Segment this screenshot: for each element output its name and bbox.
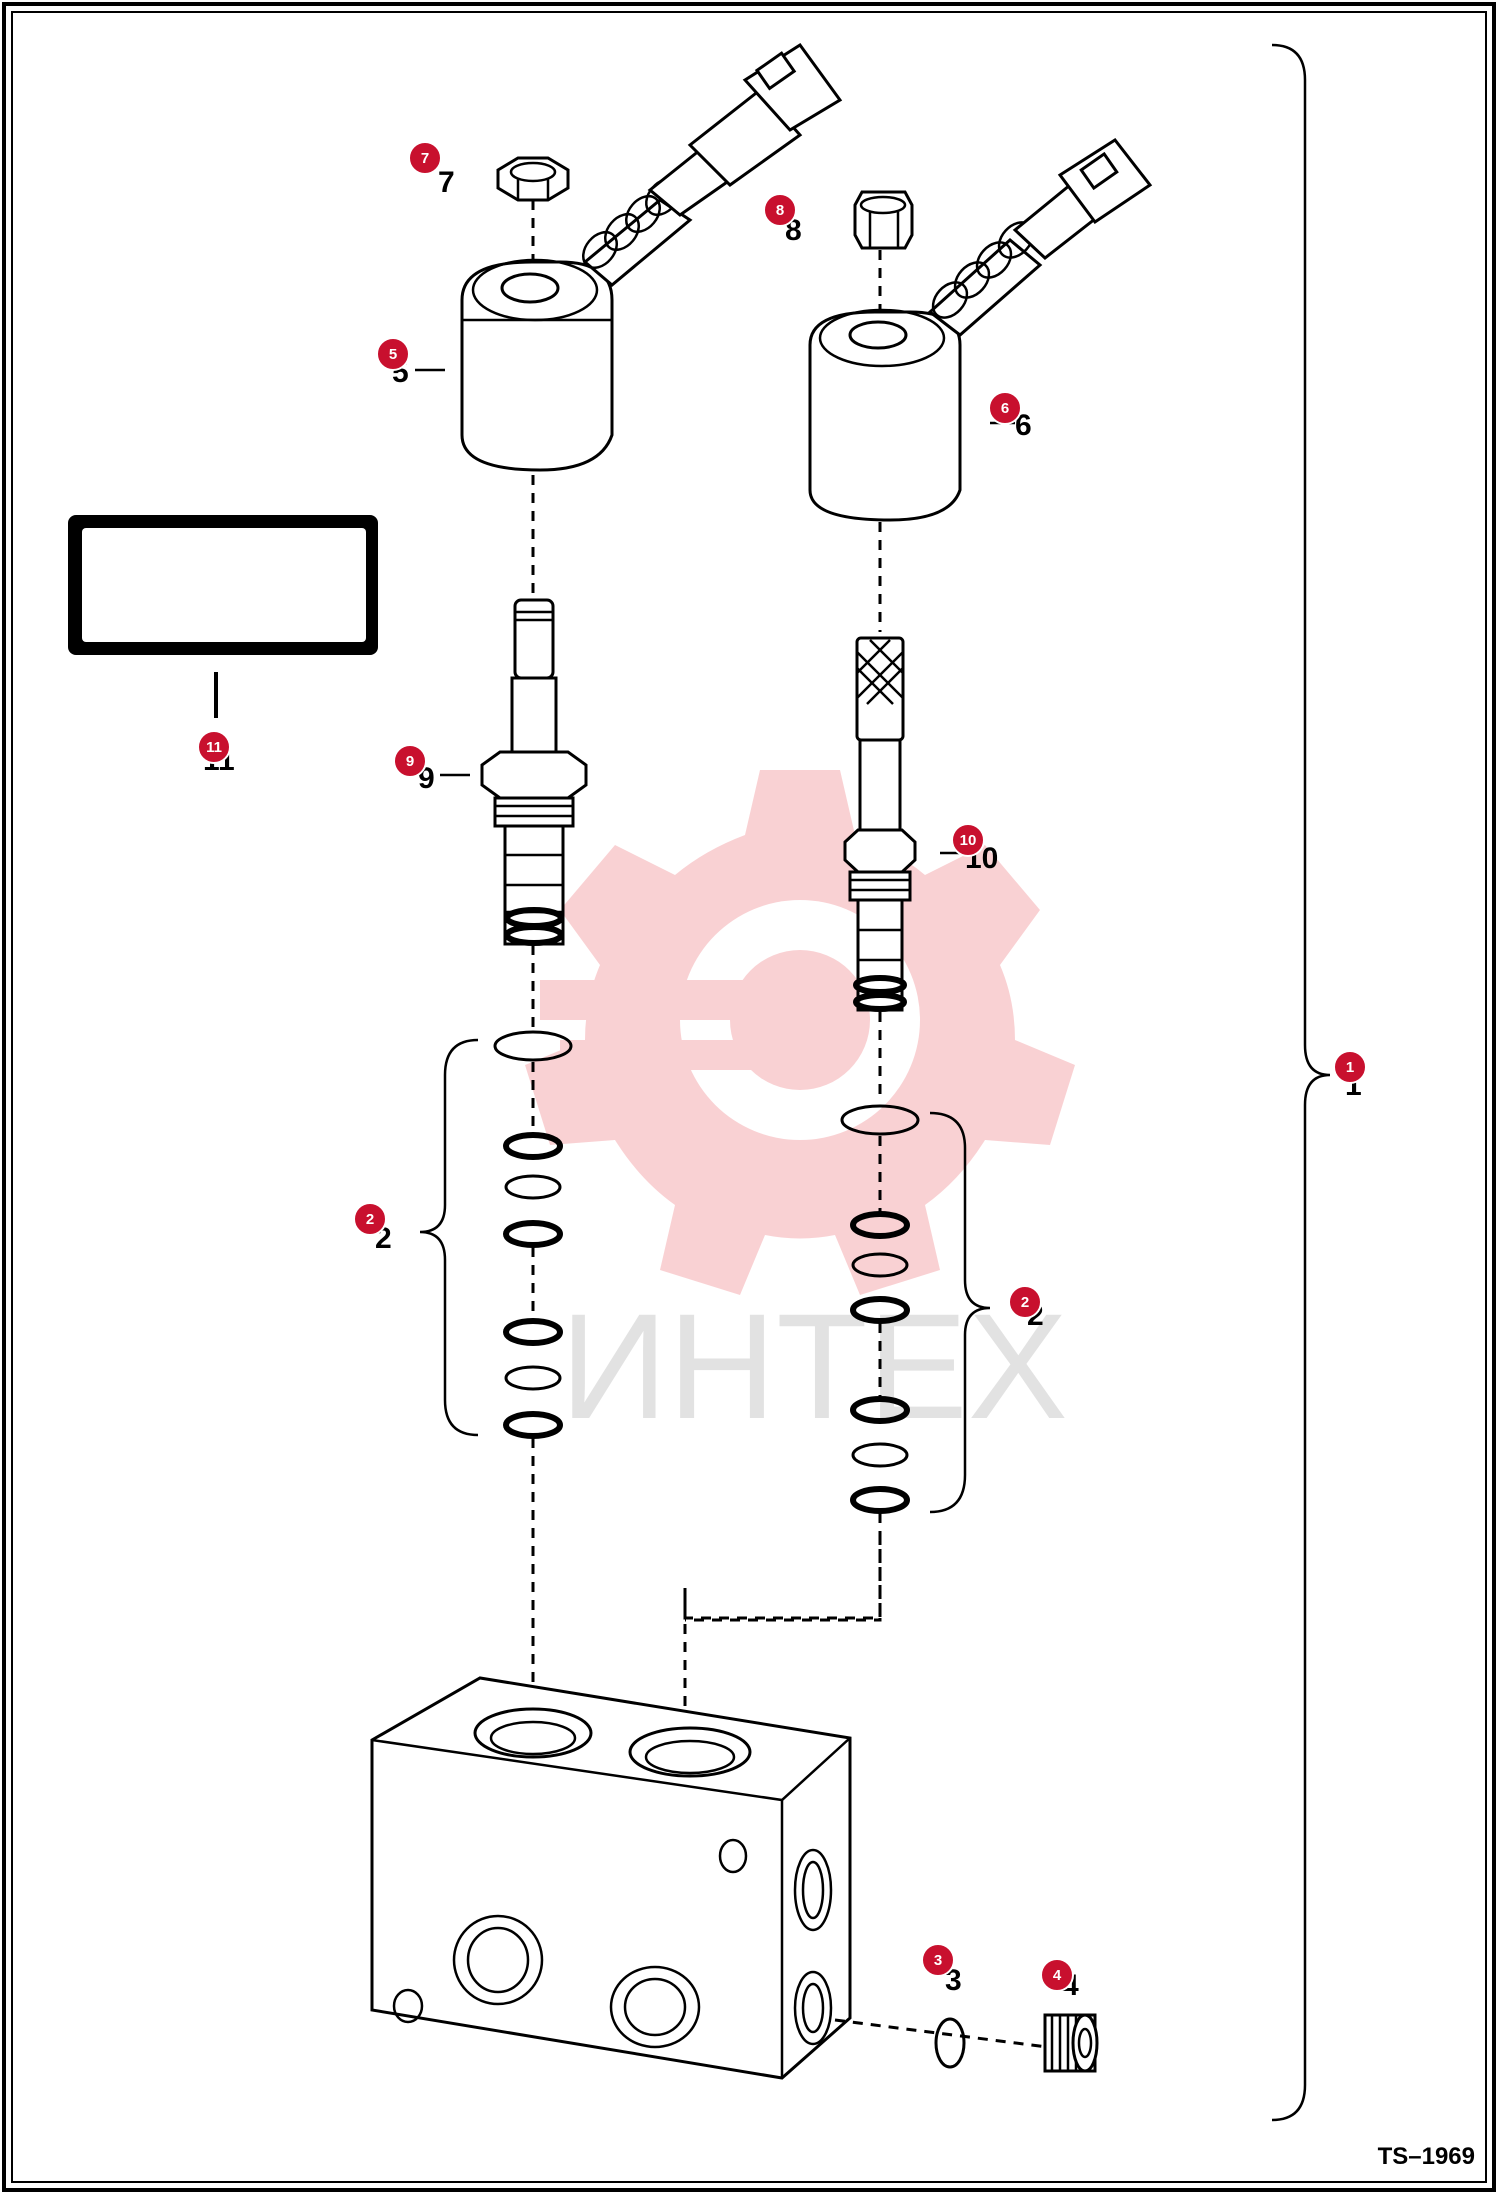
callout-1[interactable]: 1 [1333, 1050, 1367, 1084]
svg-text:3: 3 [934, 1952, 942, 1969]
brace-right-item-2 [929, 1111, 991, 1514]
plug-item-4 [1043, 2013, 1099, 2073]
svg-text:1: 1 [1346, 1059, 1354, 1076]
svg-text:8: 8 [776, 202, 784, 219]
svg-text:11: 11 [206, 739, 222, 756]
nut-item-8 [853, 190, 914, 250]
coil-item-6 [808, 138, 1153, 522]
svg-text:10: 10 [960, 832, 977, 849]
callout-2-left[interactable]: 2 [353, 1202, 387, 1236]
axis-right-rings [683, 1136, 882, 1730]
brace-left-item-2 [419, 1038, 479, 1437]
axis-plug [834, 2018, 1056, 2050]
svg-text:2: 2 [1021, 1294, 1029, 1311]
callout-9[interactable]: 9 [393, 744, 427, 778]
callout-10[interactable]: 10 [951, 823, 985, 857]
callout-6[interactable]: 6 [988, 391, 1022, 425]
o-ring-item-3 [934, 2017, 966, 2069]
svg-text:4: 4 [1053, 1967, 1062, 1984]
frame-inner-border [11, 11, 1487, 2183]
svg-text:7: 7 [421, 150, 429, 167]
bracket-item-1 [1271, 43, 1331, 2122]
valve-cartridge-item-9 [480, 598, 588, 946]
callout-3[interactable]: 3 [921, 1943, 955, 1977]
coil-item-5 [460, 42, 843, 472]
callout-8[interactable]: 8 [763, 193, 797, 227]
watermark-text: ИНТЕХ [560, 1282, 1068, 1450]
callout-5[interactable]: 5 [376, 337, 410, 371]
seal-kit-left [493, 1030, 573, 1439]
drawing-id-label: TS–1969 [1378, 2143, 1475, 2170]
svg-text:2: 2 [366, 1211, 374, 1228]
nut-item-7 [496, 156, 570, 202]
svg-text:5: 5 [389, 346, 397, 363]
callout-11[interactable]: 11 [197, 730, 231, 764]
callout-2-right[interactable]: 2 [1008, 1285, 1042, 1319]
decal-item-11 [68, 515, 378, 718]
seal-kit-right [840, 1104, 920, 1514]
callout-4[interactable]: 4 [1040, 1958, 1074, 1992]
manifold-block [370, 1676, 852, 2080]
callout-7[interactable]: 7 [408, 141, 442, 175]
svg-text:9: 9 [406, 753, 414, 770]
svg-text:6: 6 [1001, 400, 1009, 417]
valve-cartridge-item-10 [843, 636, 917, 1012]
part-number-7: 7 [438, 166, 455, 199]
